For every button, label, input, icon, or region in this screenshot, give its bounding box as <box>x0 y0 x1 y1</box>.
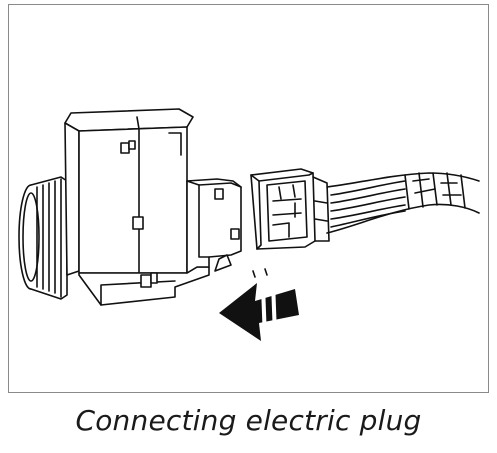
wiring-harness <box>326 172 480 234</box>
switch-barrel <box>18 176 68 300</box>
electric-plug <box>250 168 330 250</box>
ignition-switch-body <box>64 108 242 306</box>
direction-arrow <box>219 268 299 341</box>
illustration-frame <box>8 4 489 393</box>
figure-caption: Connecting electric plug <box>75 404 422 437</box>
plug-connection-illustration <box>18 108 480 341</box>
